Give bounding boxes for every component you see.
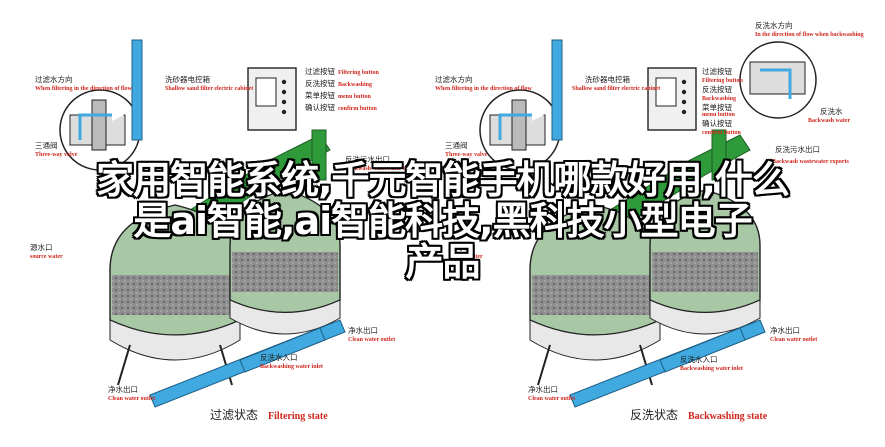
caption-cn: 反洗状态	[630, 408, 678, 422]
label-cn: 菜单按钮	[702, 102, 732, 112]
label-cn: 反洗水方向	[755, 20, 793, 30]
label-cn: 确认按钮	[305, 102, 335, 112]
filter-tank	[529, 204, 661, 386]
label-en: Clean water outlet	[770, 337, 817, 343]
label-cn: 净水出口	[348, 325, 378, 335]
label-cn: 净水出口	[770, 325, 800, 335]
valve-icon-top	[739, 41, 817, 119]
headline-line-1: 家用智能系统,千元智能手机哪款好用,什么	[96, 158, 790, 202]
label-en: Backwash water	[808, 118, 851, 124]
valve-icon	[59, 89, 141, 171]
label-en: When filtering in the direction of flow	[435, 86, 533, 92]
label-cn: 洗砂器电控箱	[585, 74, 630, 84]
control-cabinet-icon	[247, 67, 297, 131]
label-en: menu button	[702, 112, 736, 118]
label-en: Backwashing water inlet	[680, 366, 743, 372]
caption-en: Backwashing state	[688, 411, 768, 422]
label-en: Clean water outlet	[528, 396, 575, 402]
blue-pipe-outlet	[239, 327, 326, 373]
label-cn: 洗砂器电控箱	[165, 74, 210, 84]
label-cn: 确认按钮	[702, 118, 732, 128]
label-cn: 反洗污水出口	[345, 154, 390, 164]
label-cn: 反洗水入口	[680, 354, 718, 364]
label-cn: 反洗按钮	[305, 78, 335, 88]
label-en: Clean water outlet	[348, 337, 395, 343]
label-en: Three-way valve	[35, 152, 78, 158]
blue-pipe-vertical	[551, 39, 563, 141]
left-panel: 过滤水方向 When filtering in the direction of…	[30, 39, 423, 422]
label-cn: 反洗污水出口	[775, 144, 820, 154]
label-cn: 源水口	[450, 242, 473, 252]
label-cn: 反洗按钮	[702, 84, 732, 94]
green-pipe-vertical	[711, 129, 727, 181]
label-en: Three-way valve	[445, 152, 488, 158]
filter-tank	[109, 204, 241, 386]
label-cn: 过滤水方向	[435, 74, 473, 84]
label-en: Filtering button	[338, 70, 379, 76]
right-panel: 反洗水方向 In the direction of flow when back…	[435, 20, 864, 422]
label-en: Clean water outlet	[108, 396, 155, 402]
valve-icon	[479, 89, 561, 171]
filter-tank-2	[649, 189, 761, 335]
label-cn: 过滤按钮	[702, 66, 732, 76]
label-cn: 源水口	[30, 242, 53, 252]
label-cn: 净水出口	[528, 384, 558, 394]
caption-cn: 过滤状态	[210, 408, 258, 422]
label-en: Backwashing	[702, 96, 736, 102]
label-cn: 净水出口	[108, 384, 138, 394]
label-en: Filtering button	[702, 78, 743, 84]
label-cn: 三通阀	[35, 140, 58, 150]
label-en: source water	[450, 254, 483, 260]
label-cn: 三通阀	[445, 140, 468, 150]
label-cn: 过滤按钮	[305, 66, 335, 76]
label-en: confirm button	[338, 106, 377, 112]
filter-tank-2	[229, 189, 341, 335]
label-en: In the direction of flow when backwashin…	[755, 32, 864, 38]
label-cn: 菜单按钮	[305, 90, 335, 100]
green-pipe-vertical	[311, 129, 327, 181]
blue-pipe-vertical	[131, 39, 143, 141]
label-en: Backwashing	[338, 82, 372, 88]
blue-pipe-outlet	[659, 327, 746, 373]
label-en: Shallow sand filter electric cabinet	[165, 86, 253, 92]
label-en: confirm button	[702, 130, 741, 136]
label-en: Backwash wastewater exports	[772, 159, 850, 165]
headline-line-2: 是ai智能,ai智能科技,黑科技小型电子	[133, 199, 752, 243]
label-en: Backwashing water inlet	[260, 364, 323, 370]
label-cn: 反洗水入口	[260, 352, 298, 362]
label-cn: 反洗水	[820, 106, 843, 116]
label-cn: 过滤水方向	[35, 74, 73, 84]
control-cabinet-icon	[647, 67, 697, 131]
label-en: menu button	[338, 94, 372, 100]
label-en: source water	[30, 254, 63, 260]
headline-overlay: 家用智能系统,千元智能手机哪款好用,什么 是ai智能,ai智能科技,黑科技小型电…	[0, 160, 885, 283]
label-en: Shallow sand filter electric cabinet	[572, 86, 660, 92]
label-en: Backwash wastewater exports	[345, 166, 423, 172]
label-en: When filtering in the direction of flow	[35, 86, 133, 92]
headline-line-3: 产品	[405, 240, 480, 284]
caption-en: Filtering state	[268, 411, 328, 422]
